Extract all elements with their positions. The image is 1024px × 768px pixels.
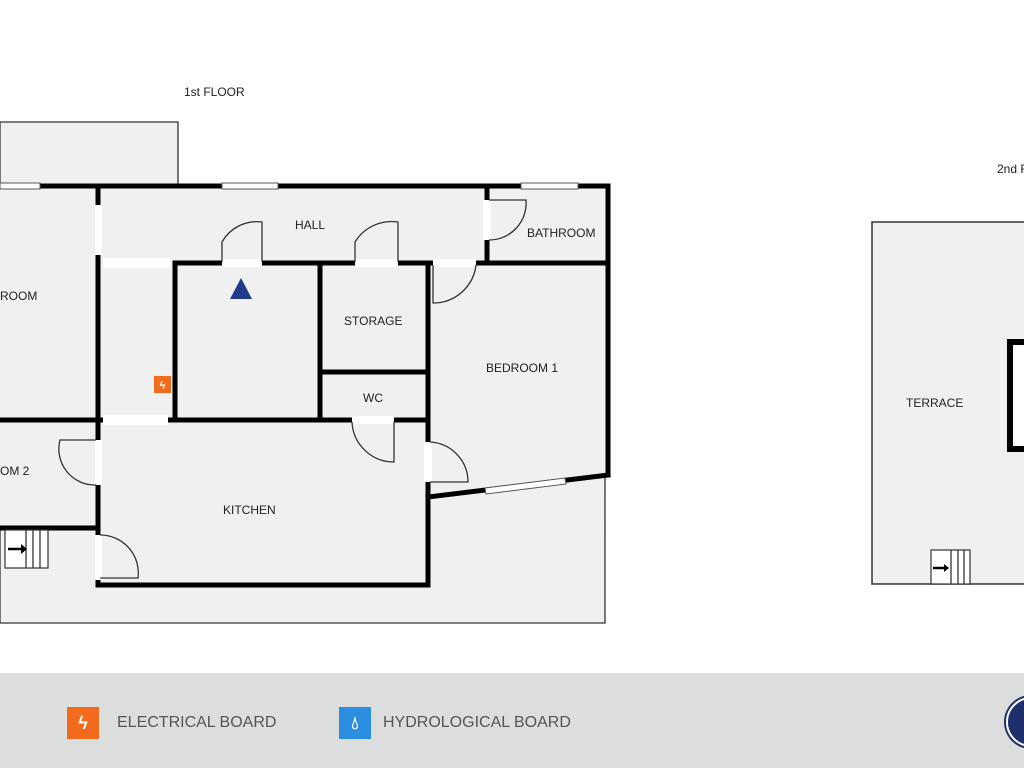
water-drop-icon: 💧︎: [339, 707, 371, 739]
legend-bar: ϟ ELECTRICAL BOARD 💧︎ HYDROLOGICAL BOARD: [0, 673, 1024, 768]
legend-hydrological-board: 💧︎ HYDROLOGICAL BOARD: [339, 707, 571, 739]
door-openings: [95, 200, 491, 580]
electrical-board-marker-icon: ϟ: [154, 376, 171, 393]
room-label-hall: HALL: [295, 218, 325, 232]
room-label-wc: WC: [363, 391, 383, 405]
stairs-1st-floor: [4, 529, 49, 569]
room-label-bathroom: BATHROOM: [527, 226, 595, 240]
room-label-kitchen: KITCHEN: [223, 503, 276, 517]
legend-label: ELECTRICAL BOARD: [117, 714, 277, 731]
svg-text:ϟ: ϟ: [160, 380, 166, 392]
legend-electrical-board: ϟ ELECTRICAL BOARD: [67, 707, 276, 739]
room-label-terrace: TERRACE: [906, 396, 963, 410]
room-label-room: ROOM: [0, 289, 37, 303]
upper-balcony: [0, 121, 179, 187]
floor-title-1st: 1st FLOOR: [184, 85, 245, 99]
room-label-bedroom-1: BEDROOM 1: [486, 361, 558, 375]
interior-floor: [0, 186, 608, 585]
stairs-2nd-floor: [930, 549, 971, 585]
legend-label: HYDROLOGICAL BOARD: [383, 714, 571, 731]
stair-room-wall: [1007, 339, 1024, 452]
room-label-bedroom-2: OM 2: [0, 464, 30, 478]
company-logo: [1006, 697, 1024, 747]
lightning-icon: ϟ: [67, 707, 99, 739]
doors: [58, 199, 527, 579]
terrace-area: [871, 221, 1024, 585]
floor-plan: ϟ 1st FLOOR HALL BATHROOM ROOM STORAGE B…: [0, 85, 1024, 624]
windows: [0, 182, 579, 495]
floor-title-2nd: 2nd FLOOR: [997, 162, 1024, 176]
hydrological-marker-icon: [230, 278, 252, 299]
room-label-storage: STORAGE: [344, 314, 402, 328]
